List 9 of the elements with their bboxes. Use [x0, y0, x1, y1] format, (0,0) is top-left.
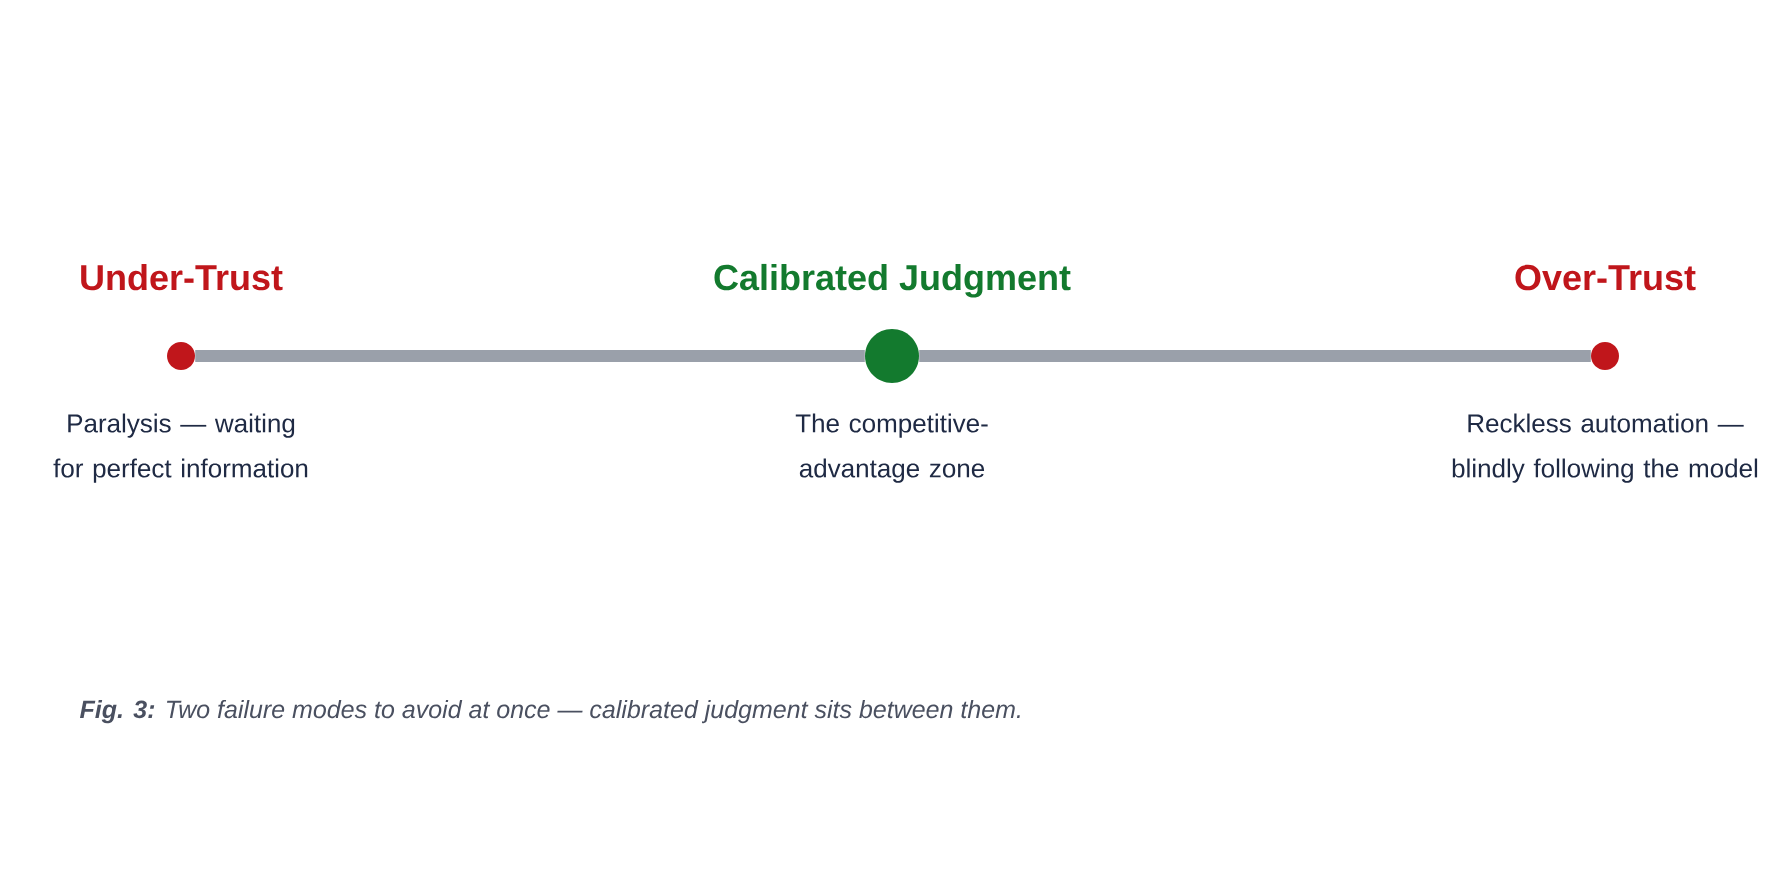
line [919, 350, 1591, 362]
heading: Calibrated Judgment [714, 263, 1071, 298]
description: Paralysis — waiting for perfect information [53, 413, 308, 483]
description: Reckless automation — blindly following the model [1452, 413, 1758, 483]
heading: Under-Trust [81, 263, 283, 291]
heading: Over-Trust [1515, 264, 1696, 291]
description: The competitive-advantage zone [795, 413, 988, 483]
caption: Fig. 3: Two failure modes to avoid at once — calibrated judgment sits between them. [80, 699, 1020, 724]
line [195, 350, 865, 362]
